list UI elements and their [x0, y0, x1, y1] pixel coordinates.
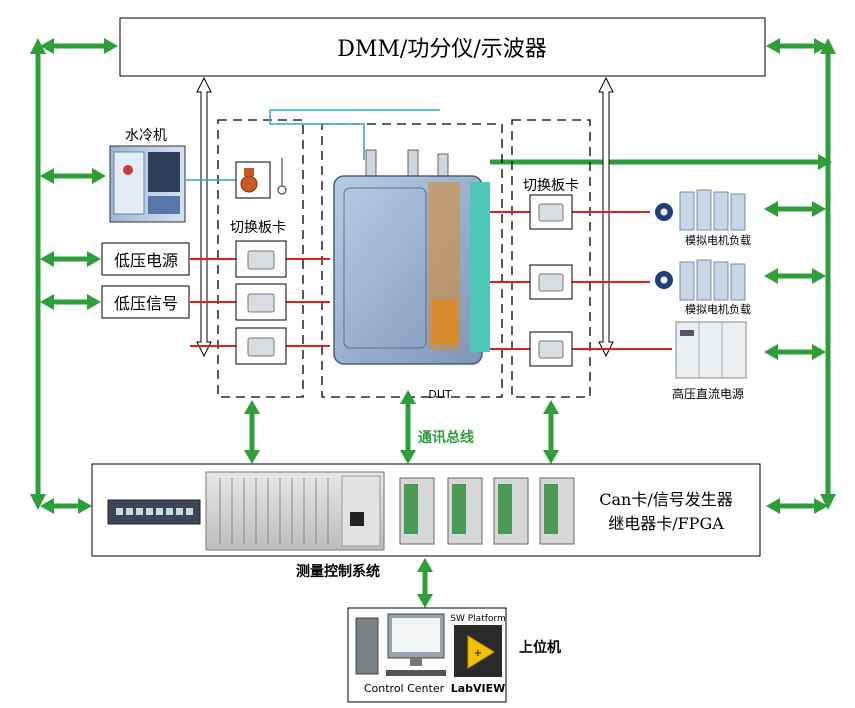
green-double-arrows-right	[764, 38, 828, 514]
control-system-line1: Can卡/信号发生器	[599, 490, 732, 509]
right-switch-card-label: 切换板卡	[523, 177, 579, 194]
labview-label: LabVIEW	[451, 682, 506, 695]
water-chiller-label: 水冷机	[125, 128, 167, 144]
motor-load-label-1: 模拟电机负载	[685, 233, 751, 247]
control-system-caption: 测量控制系统	[296, 563, 380, 580]
low-voltage-power-label: 低压电源	[114, 251, 178, 270]
current-sensor-icon-2	[655, 271, 673, 289]
instrument-probe-arrows	[196, 76, 614, 358]
motor-load-label-2: 模拟电机负载	[685, 302, 751, 316]
dut-image	[333, 149, 490, 365]
instruments-title: DMM/功分仪/示波器	[337, 37, 547, 62]
motor-load-image-1	[679, 189, 746, 231]
green-double-arrows-left	[40, 38, 118, 514]
relay-icons-left	[235, 240, 287, 365]
labview-logo: +	[454, 625, 502, 677]
host-label: 上位机	[519, 639, 561, 656]
green-double-arrows-vertical	[244, 390, 559, 608]
flow-meter-icon	[235, 161, 271, 199]
instruments-box	[119, 17, 766, 77]
hv-dc-supply-label: 高压直流电源	[672, 386, 744, 401]
water-chiller-image	[109, 145, 186, 223]
dut-label: DUT	[428, 388, 452, 401]
low-voltage-signal-label: 低压信号	[114, 294, 178, 313]
green-arrowheads-vertical	[30, 38, 836, 510]
control-center-label: Control Center	[364, 682, 445, 695]
sw-platform-label: SW Platform	[450, 614, 505, 624]
computer-image	[355, 613, 446, 676]
temperature-sensor-icon	[277, 158, 287, 195]
cooling-lines	[186, 109, 440, 181]
current-sensor-icon-1	[655, 203, 673, 221]
control-system-line2: 继电器卡/FPGA	[608, 514, 724, 533]
relay-icons-right	[529, 194, 573, 367]
hv-dc-supply-image	[675, 321, 747, 379]
comm-bus-label: 通讯总线	[418, 429, 474, 446]
left-switch-card-label: 切换板卡	[230, 219, 286, 236]
io-card-images	[399, 477, 575, 545]
network-switch-image	[107, 499, 201, 525]
low-voltage-signal-box	[101, 285, 190, 319]
low-voltage-power-box	[101, 242, 190, 276]
motor-load-image-2	[679, 259, 746, 301]
svg-text:+: +	[474, 648, 482, 659]
chassis-rack-image	[205, 471, 385, 551]
green-bus-lines	[35, 45, 831, 505]
